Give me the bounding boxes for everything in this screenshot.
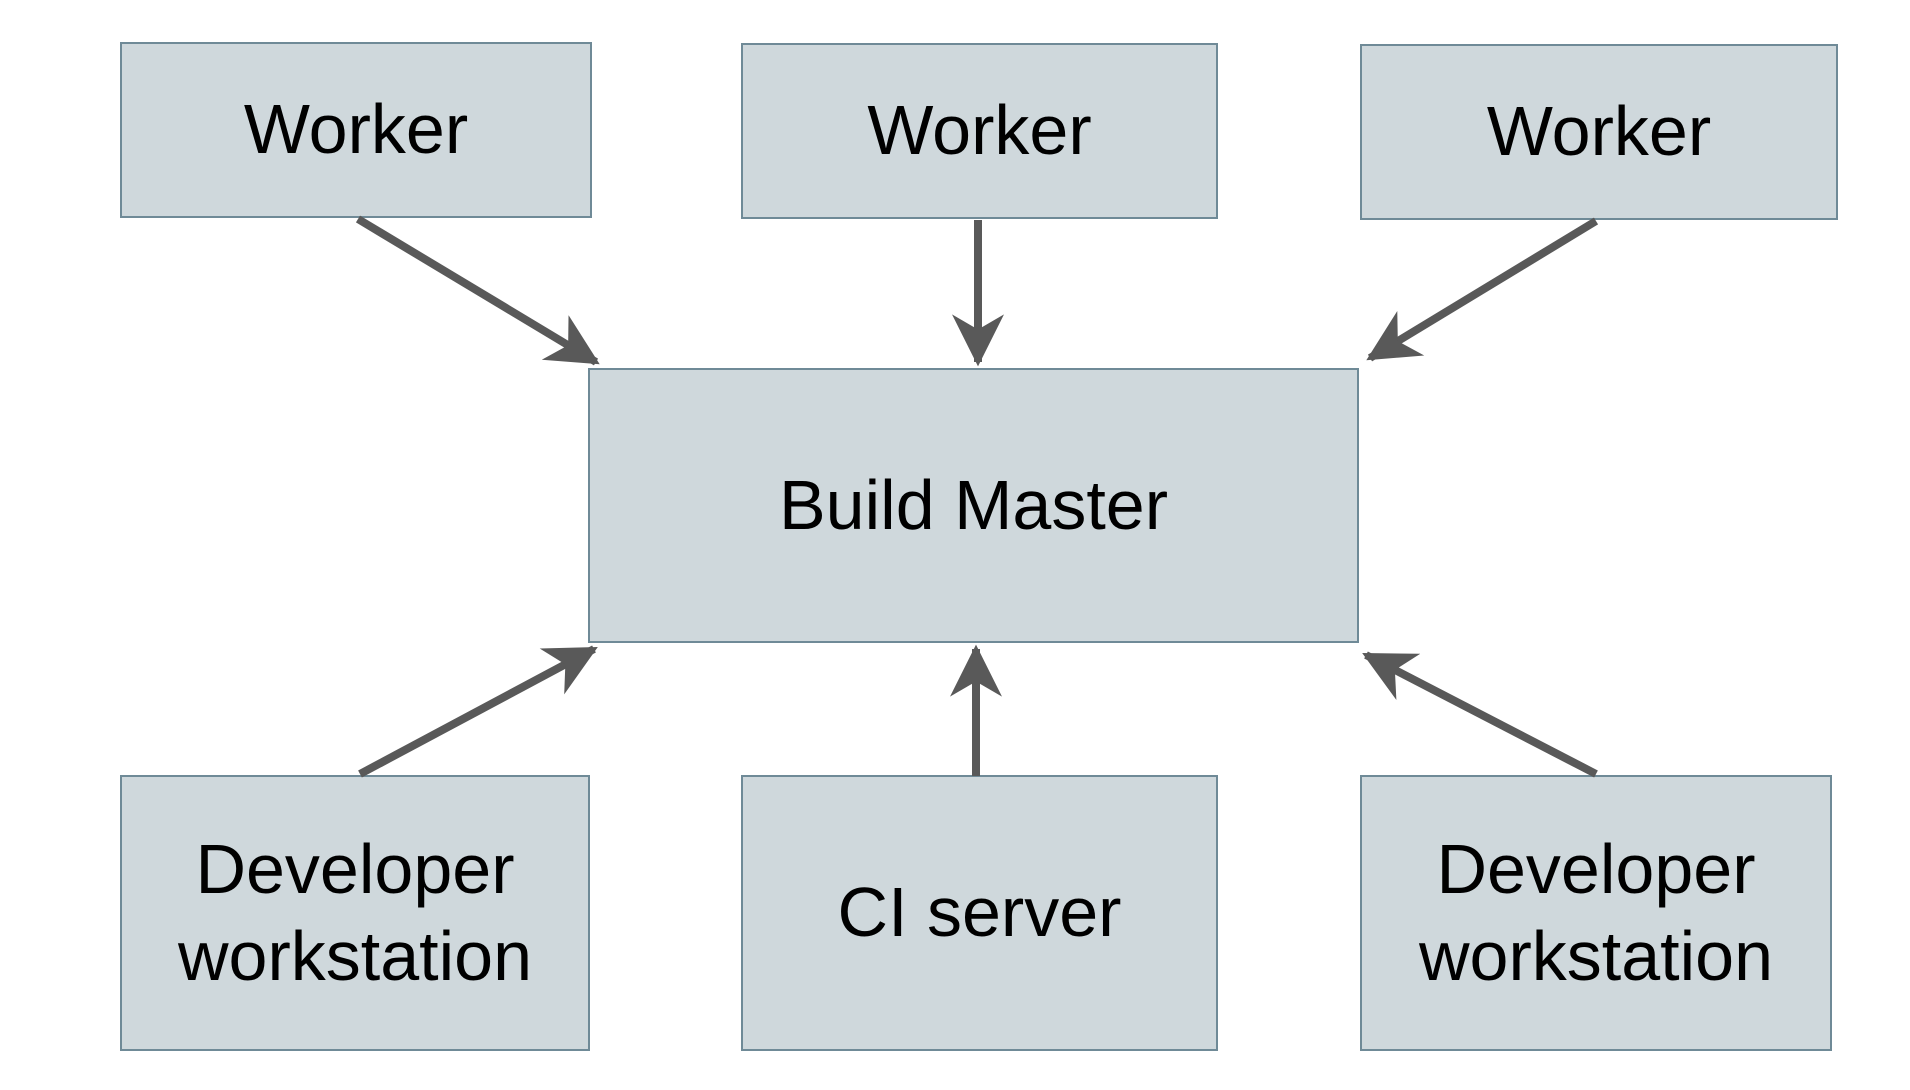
edge-worker-1-to-build-master [355,215,600,366]
node-developer-workstation-right-label: Developer workstation [1418,829,1774,996]
node-developer-workstation-left: Developer workstation [120,775,590,1051]
node-build-master: Build Master [588,368,1359,643]
edge-worker-3-to-build-master [1366,217,1599,362]
edge-developer-workstation-left-to-build-master [358,645,598,778]
node-developer-workstation-left-label: Developer workstation [177,829,533,996]
node-worker-1-label: Worker [243,90,469,169]
node-developer-workstation-right: Developer workstation [1360,775,1832,1051]
node-worker-1: Worker [120,42,592,218]
node-ci-server-label: CI server [837,873,1122,952]
node-ci-server: CI server [741,775,1218,1051]
edge-developer-workstation-right-to-build-master [1362,651,1598,778]
node-worker-2: Worker [741,43,1218,219]
node-worker-2-label: Worker [867,91,1092,170]
node-worker-3-label: Worker [1486,92,1712,171]
node-build-master-label: Build Master [778,465,1169,544]
node-worker-3: Worker [1360,44,1838,220]
